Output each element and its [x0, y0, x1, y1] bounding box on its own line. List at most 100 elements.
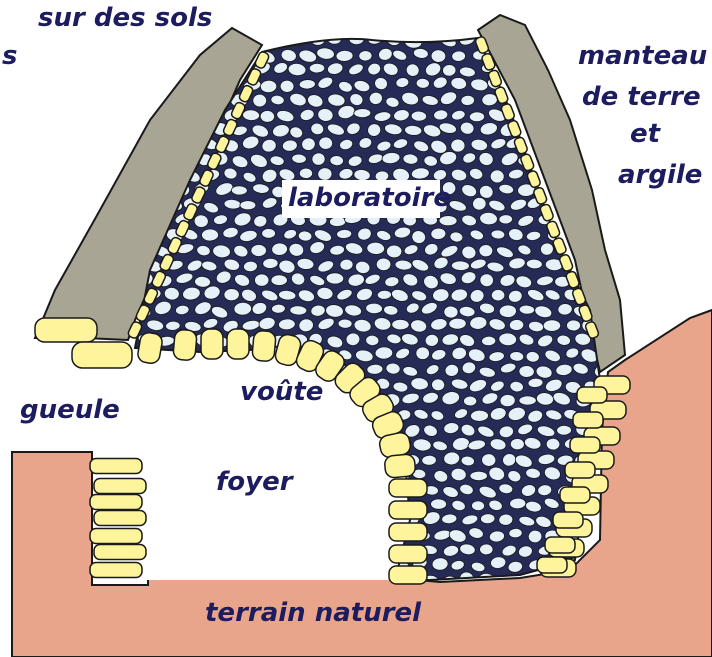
stone: [555, 64, 572, 75]
stone: [254, 274, 269, 287]
stone: [376, 258, 391, 271]
stone: [329, 216, 346, 226]
stone: [603, 168, 619, 182]
brick: [577, 387, 607, 403]
stone: [231, 186, 247, 195]
stone: [120, 35, 134, 46]
stone: [377, 290, 392, 300]
stone: [386, 245, 402, 258]
brick: [573, 412, 603, 428]
brick: [35, 318, 97, 342]
stone: [416, 78, 430, 89]
stone: [422, 455, 437, 466]
stone: [565, 48, 579, 60]
brick: [389, 545, 427, 563]
top-left-label-line1: sur des sols: [38, 3, 212, 33]
stone: [604, 198, 622, 210]
stone: [509, 498, 526, 509]
stone: [126, 48, 143, 59]
stone: [605, 228, 620, 242]
stone: [602, 140, 620, 154]
brick: [94, 479, 146, 494]
stone: [140, 96, 154, 107]
stone: [156, 36, 172, 45]
brick: [389, 566, 427, 584]
stone: [359, 50, 373, 61]
stone: [519, 396, 536, 405]
stone: [585, 142, 601, 152]
stone: [479, 244, 493, 257]
stone: [224, 288, 240, 300]
brick: [389, 479, 427, 497]
stone: [470, 410, 488, 422]
brick: [90, 459, 142, 474]
stone: [118, 395, 134, 408]
stone: [375, 347, 393, 360]
stone: [392, 319, 410, 330]
brick: [90, 529, 142, 544]
stone: [137, 32, 155, 45]
manteau-label-line2: de terre: [582, 82, 701, 112]
stone: [128, 106, 148, 123]
stone: [123, 408, 142, 424]
stone: [299, 168, 312, 179]
stone: [290, 305, 307, 315]
brick: [389, 523, 427, 541]
stone: [119, 91, 139, 108]
stone: [129, 80, 143, 92]
stone: [262, 229, 276, 239]
brick: [252, 330, 277, 362]
brick: [94, 545, 146, 560]
stone: [439, 215, 457, 226]
stone: [463, 396, 476, 406]
stone: [479, 544, 493, 555]
stone: [271, 275, 287, 286]
stone: [577, 123, 593, 137]
stone: [120, 422, 136, 438]
stone: [144, 49, 161, 61]
stone: [449, 318, 467, 330]
stone: [430, 499, 446, 510]
brick: [389, 501, 427, 519]
stone: [469, 112, 484, 122]
stone: [338, 319, 352, 329]
stone: [144, 80, 162, 93]
stone: [510, 438, 524, 450]
stone: [158, 62, 175, 77]
stone: [240, 201, 256, 210]
stone: [594, 120, 610, 135]
stone: [271, 31, 287, 46]
stone: [481, 336, 496, 346]
stone: [509, 528, 523, 538]
stone: [411, 111, 427, 122]
stone: [499, 214, 513, 224]
stone: [471, 501, 484, 511]
stone: [309, 63, 325, 73]
stone: [543, 320, 561, 332]
brick: [90, 563, 142, 578]
stone: [176, 35, 190, 46]
foyer-label: foyer: [216, 467, 295, 497]
stone: [117, 63, 135, 79]
brick: [545, 537, 575, 553]
brick: [565, 462, 595, 478]
stone: [354, 108, 371, 117]
gueule-label: gueule: [20, 395, 120, 425]
stone: [118, 125, 134, 140]
stone: [271, 304, 285, 314]
stone: [470, 471, 487, 480]
brick: [227, 329, 249, 359]
stone: [253, 94, 267, 107]
stone: [566, 320, 580, 331]
brick: [201, 329, 223, 359]
top-left-label-line2: s: [2, 41, 17, 71]
stone: [561, 76, 579, 93]
voute-label: voûte: [240, 377, 323, 407]
brick: [560, 487, 590, 503]
manteau-label-line3: et: [630, 119, 662, 149]
stone: [557, 425, 572, 435]
stone: [326, 273, 344, 285]
brick: [570, 437, 600, 453]
